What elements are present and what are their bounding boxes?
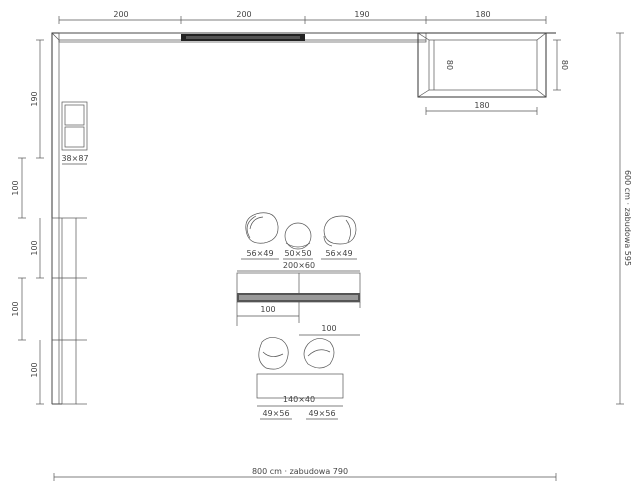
cabinet-depth-inner-label: 80	[445, 60, 454, 70]
left-cabinets	[51, 217, 87, 405]
overall-height-label: 600 cm · zabudowa 595	[623, 170, 632, 266]
chair-4	[258, 337, 289, 370]
chair-1-size: 56×49	[246, 249, 273, 258]
right-cabinet: 180 80 80	[417, 32, 569, 115]
bench-size-label: 140×40	[283, 395, 315, 404]
overall-width-label: 800 cm · zabudowa 790	[252, 467, 348, 476]
dim-top-2: 200	[236, 10, 251, 19]
dim-top-3: 190	[354, 10, 369, 19]
table-right-section: 100	[321, 324, 336, 333]
dim-left-190: 190	[30, 91, 39, 106]
table-left-section: 100	[260, 305, 275, 314]
dim-left-2: 100	[30, 240, 39, 255]
top-dimensions: 200 200 190 180	[58, 10, 547, 24]
wall-shelf	[61, 101, 88, 151]
chair-2-size: 50×50	[284, 249, 311, 258]
chair-3	[323, 215, 357, 247]
dim-left-3: 100	[11, 301, 20, 316]
chairs-top: 56×49 50×50 56×49	[241, 212, 357, 260]
dim-left-4: 100	[30, 362, 39, 377]
walls	[51, 32, 556, 405]
chair-1	[245, 212, 279, 244]
cabinet-depth-outer-label: 80	[560, 60, 569, 70]
bench: 140×40 49×56 49×56	[256, 373, 344, 420]
chair-3-size: 56×49	[325, 249, 352, 258]
overall-height-dimension: 600 cm · zabudowa 595	[616, 32, 632, 405]
cabinet-width-label: 180	[474, 101, 489, 110]
dim-top-4: 180	[475, 10, 490, 19]
chair-4-size: 49×56	[262, 409, 289, 418]
dim-left-1: 100	[11, 180, 20, 195]
left-upper: 190 38×87	[30, 39, 89, 165]
chair-2	[284, 222, 312, 250]
chair-5	[303, 338, 335, 369]
left-dimensions: 100 100 100 100	[11, 157, 44, 405]
chair-5-size: 49×56	[308, 409, 335, 418]
shelf-size-label: 38×87	[61, 154, 88, 163]
dining-table: 200×60 100 100	[236, 261, 361, 336]
chairs-bottom	[258, 337, 335, 370]
table-size-label: 200×60	[283, 261, 315, 270]
top-counter	[58, 32, 427, 43]
dim-top-1: 200	[113, 10, 128, 19]
overall-width-dimension: 800 cm · zabudowa 790	[53, 467, 557, 481]
